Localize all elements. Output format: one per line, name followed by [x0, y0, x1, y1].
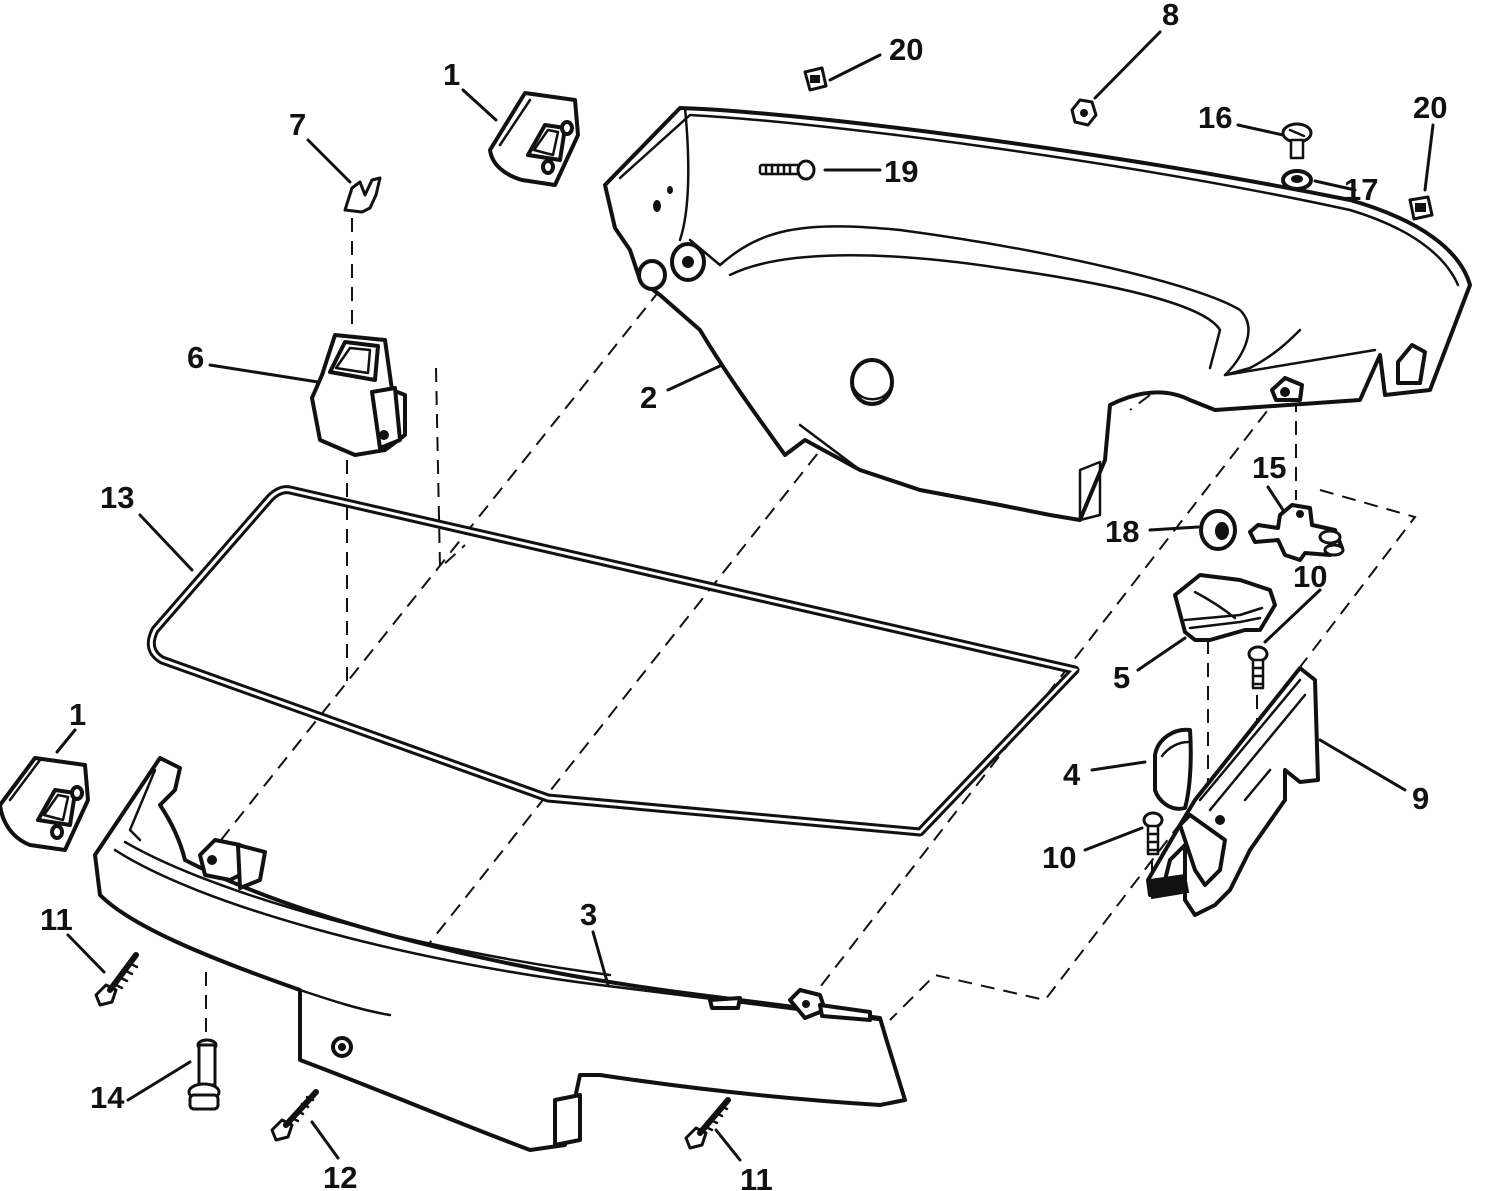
callout-10-lower: 10 — [1042, 840, 1076, 875]
callout-20-right: 20 — [1413, 90, 1447, 125]
callout-8: 8 — [1162, 0, 1179, 32]
screw-19 — [758, 159, 816, 181]
latch-lever-9 — [1146, 666, 1320, 917]
callout-20-left: 20 — [889, 32, 923, 67]
screw-10-upper — [1247, 645, 1269, 690]
leader-lines — [55, 30, 1435, 1162]
retaining-clip — [343, 176, 382, 214]
mount-cushion-upper — [488, 91, 580, 187]
callout-17: 17 — [1344, 172, 1378, 207]
square-nut-left — [803, 66, 828, 92]
cowl-seal-gasket — [146, 485, 1080, 837]
callout-5: 5 — [1113, 660, 1130, 695]
screw-10-lower — [1142, 811, 1164, 856]
latch-cover-5 — [1173, 573, 1277, 642]
callout-1-lower: 1 — [69, 697, 86, 732]
callout-11-right: 11 — [740, 1162, 773, 1191]
callout-1-upper: 1 — [443, 57, 460, 92]
callout-15: 15 — [1252, 450, 1286, 485]
screw-16 — [1281, 122, 1313, 160]
callout-11-left: 11 — [40, 902, 73, 937]
hex-nut — [1070, 98, 1098, 127]
callout-18: 18 — [1105, 514, 1139, 549]
latch-bracket — [310, 333, 407, 457]
mount-cushion-lower — [0, 756, 90, 852]
callout-16: 16 — [1198, 100, 1232, 135]
bolt-11-right — [684, 1097, 731, 1150]
stud-14 — [187, 1038, 221, 1111]
callout-10-upper: 10 — [1293, 559, 1327, 594]
grommet-18 — [1199, 509, 1237, 551]
callout-2: 2 — [640, 380, 657, 415]
square-nut-right — [1408, 195, 1434, 221]
callout-3: 3 — [580, 897, 597, 932]
lower-front-cowl — [93, 756, 907, 1152]
screw-12 — [270, 1089, 319, 1142]
callout-13: 13 — [100, 480, 134, 515]
callout-9: 9 — [1412, 781, 1429, 816]
callout-6: 6 — [187, 340, 204, 375]
callout-14: 14 — [90, 1080, 125, 1115]
callout-12: 12 — [323, 1160, 357, 1191]
upper-rear-cowl — [603, 106, 1472, 522]
callout-labels: 1 1 2 3 4 5 6 7 8 9 10 10 11 11 12 13 14… — [40, 0, 1447, 1191]
washer-17 — [1281, 169, 1313, 191]
callout-4: 4 — [1063, 757, 1081, 792]
bolt-11-left — [94, 952, 139, 1007]
callout-19: 19 — [884, 154, 918, 189]
callout-7: 7 — [289, 107, 306, 142]
fitting-15 — [1248, 503, 1345, 562]
pad-4 — [1153, 727, 1193, 811]
